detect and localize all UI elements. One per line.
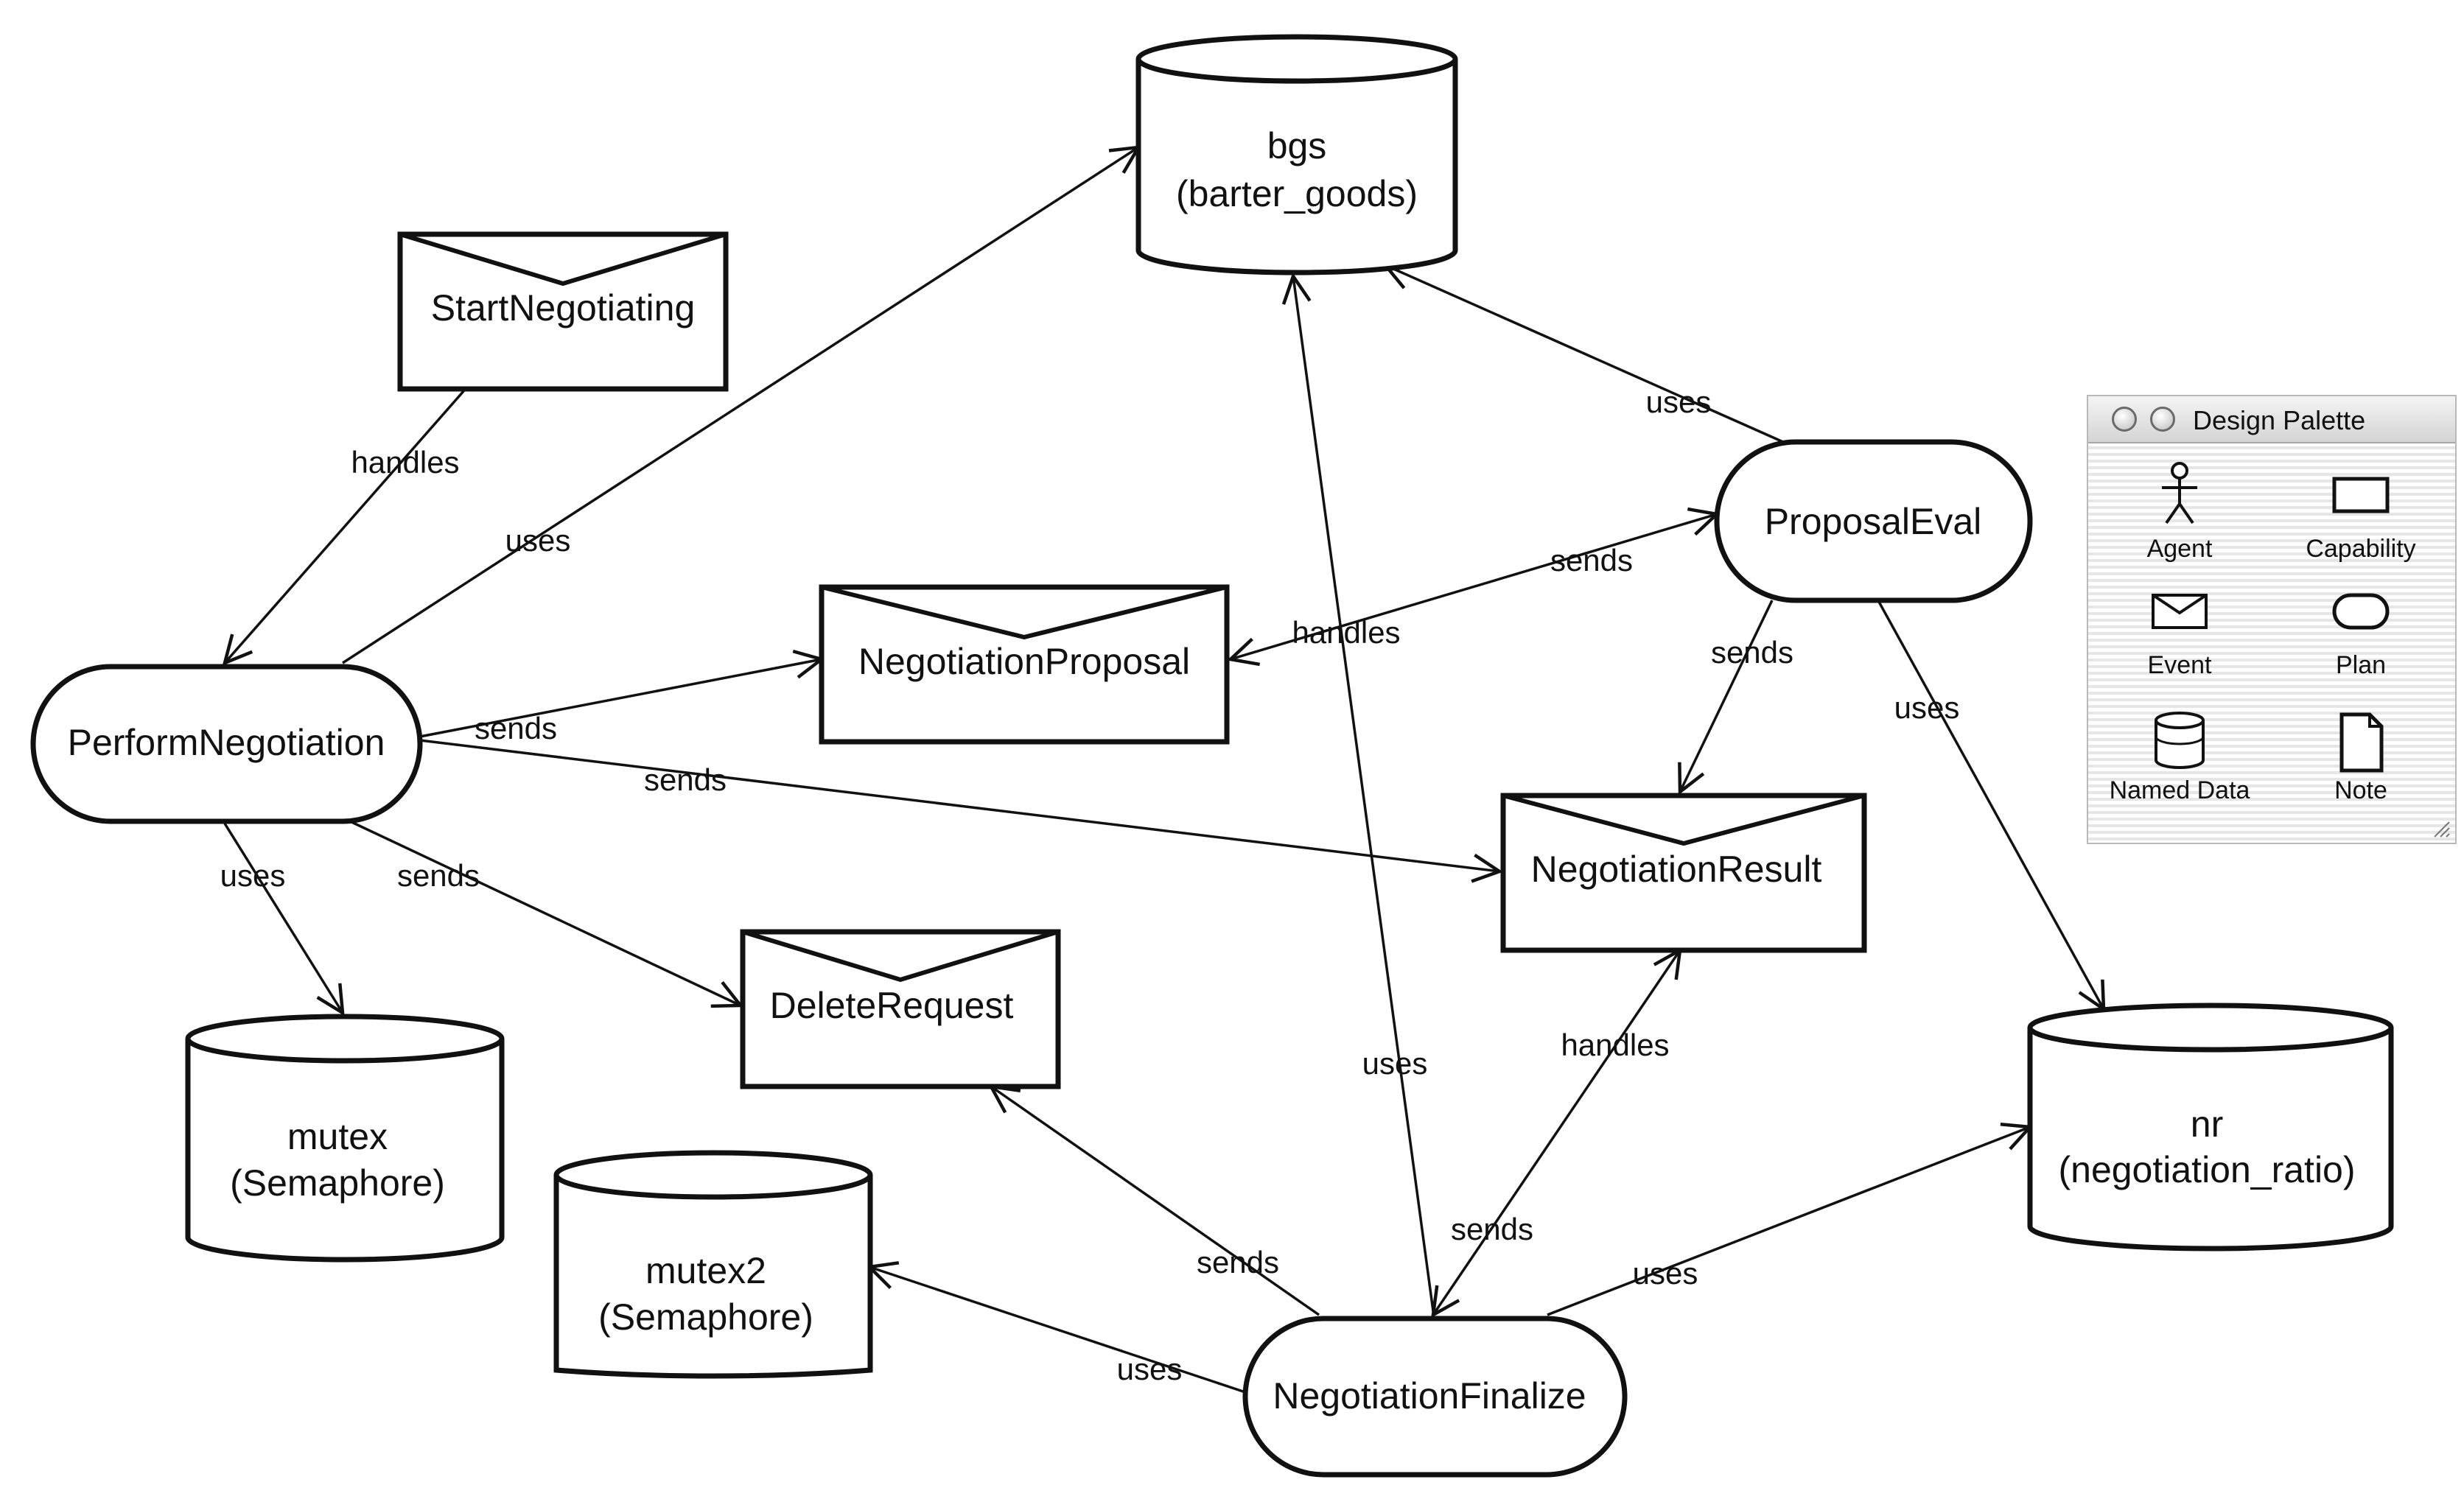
edge-perform-uses-mutex[interactable]: [223, 823, 343, 1013]
edge-perform-sends-proposal[interactable]: [419, 659, 822, 738]
edge-finalize-result[interactable]: [1433, 950, 1680, 1315]
edge-label-eval-uses-nr: uses: [1894, 690, 1960, 725]
edge-label-proposal-handles-eval: handles: [1292, 615, 1400, 650]
palette-item-plan[interactable]: Plan: [2272, 580, 2449, 698]
palette-title: Design Palette: [2193, 405, 2366, 435]
nr-type: (negotiation_ratio): [2058, 1149, 2355, 1190]
edge-label-perform-sends-proposal: sends: [475, 711, 557, 745]
named-data-mutex2[interactable]: mutex2 (Semaphore): [553, 1150, 873, 1379]
plan-negotiation-finalize[interactable]: NegotiationFinalize: [1242, 1316, 1628, 1478]
edge-finalize-uses-bgs[interactable]: [1293, 276, 1435, 1312]
edge-label-finalize-uses-mutex2: uses: [1117, 1352, 1183, 1386]
palette-label-capability: Capability: [2306, 535, 2416, 563]
palette-titlebar[interactable]: Design Palette: [2088, 396, 2455, 443]
palette-item-event[interactable]: Event: [2091, 580, 2268, 698]
palette-label-named-data: Named Data: [2109, 776, 2250, 804]
edge-label-finalize-sends-result: sends: [1451, 1212, 1533, 1246]
edge-label-perform-sends-result: sends: [644, 762, 727, 797]
edge-label-eval-sends-proposal: sends: [1550, 543, 1633, 578]
mutex2-name: mutex2: [645, 1250, 766, 1291]
note-icon: [2339, 712, 2384, 773]
design-palette-window[interactable]: Design Palette Agent Capability Event Pl…: [2087, 395, 2457, 844]
edge-perform-uses-bgs[interactable]: [342, 147, 1138, 664]
mutex-type: (Semaphore): [230, 1162, 445, 1204]
event-start-negotiating[interactable]: StartNegotiating: [397, 231, 729, 392]
edge-eval-uses-nr[interactable]: [1874, 594, 2104, 1009]
edge-label-perform-uses-mutex: uses: [220, 858, 286, 893]
start-negotiating-label: StartNegotiating: [431, 287, 696, 329]
palette-label-note: Note: [2334, 776, 2387, 804]
edge-label-finalize-uses-bgs: uses: [1362, 1046, 1428, 1081]
event-negotiation-proposal[interactable]: NegotiationProposal: [819, 584, 1230, 745]
edge-label-result-handles-finalize: handles: [1561, 1028, 1669, 1062]
mutex2-type: (Semaphore): [598, 1296, 813, 1338]
palette-label-plan: Plan: [2335, 651, 2387, 679]
minimize-window-button[interactable]: [2150, 407, 2175, 432]
edge-eval-sends-result[interactable]: [1680, 600, 1774, 792]
negotiation-finalize-label: NegotiationFinalize: [1273, 1375, 1586, 1416]
edge-perform-sends-delete[interactable]: [349, 820, 741, 1005]
edge-label-perform-sends-delete: sends: [397, 858, 480, 893]
perform-negotiation-label: PerformNegotiation: [68, 722, 385, 763]
named-data-bgs[interactable]: bgs (barter_goods): [1135, 34, 1458, 275]
edge-label-finalize-sends-delete: sends: [1197, 1245, 1279, 1279]
palette-item-note[interactable]: Note: [2272, 706, 2449, 824]
bgs-type: (barter_goods): [1176, 173, 1418, 214]
edge-finalize-uses-mutex2[interactable]: [869, 1267, 1246, 1394]
negotiation-result-label: NegotiationResult: [1531, 849, 1822, 890]
edge-label-eval-sends-result: sends: [1711, 635, 1793, 670]
plan-proposal-eval[interactable]: ProposalEval: [1714, 439, 2033, 603]
proposal-eval-label: ProposalEval: [1765, 501, 1982, 542]
plan-perform-negotiation[interactable]: PerformNegotiation: [30, 664, 423, 824]
edge-label-perform-uses-bgs: uses: [505, 523, 571, 558]
nr-name: nr: [2191, 1103, 2223, 1145]
close-window-button[interactable]: [2112, 407, 2137, 432]
event-icon: [2152, 594, 2208, 629]
plan-icon: [2332, 593, 2390, 630]
named-data-nr[interactable]: nr (negotiation_ratio): [2027, 1003, 2394, 1251]
edge-finalize-sends-delete[interactable]: [991, 1086, 1320, 1316]
edge-perform-sends-result[interactable]: [419, 739, 1499, 871]
delete-request-label: DeleteRequest: [770, 985, 1014, 1026]
agent-icon: [2162, 462, 2197, 524]
event-delete-request[interactable]: DeleteRequest: [740, 929, 1061, 1089]
palette-label-agent: Agent: [2146, 535, 2213, 563]
palette-item-capability[interactable]: Capability: [2272, 455, 2449, 573]
resize-grip-icon[interactable]: [2429, 816, 2451, 838]
bgs-name: bgs: [1267, 125, 1327, 166]
edge-start-handles[interactable]: [225, 389, 466, 663]
edge-finalize-uses-nr[interactable]: [1547, 1127, 2030, 1316]
edge-eval-proposal[interactable]: [1231, 514, 1717, 659]
capability-icon: [2332, 477, 2390, 513]
palette-item-named-data[interactable]: Named Data: [2091, 706, 2268, 824]
edge-label-eval-uses-bgs: uses: [1646, 385, 1712, 419]
edge-label-finalize-uses-nr: uses: [1633, 1256, 1698, 1291]
palette-item-agent[interactable]: Agent: [2091, 455, 2268, 573]
named-data-mutex[interactable]: mutex (Semaphore): [185, 1014, 505, 1263]
palette-label-event: Event: [2147, 651, 2212, 679]
edge-label-start-handles: handles: [351, 445, 459, 480]
event-negotiation-result[interactable]: NegotiationResult: [1500, 793, 1867, 953]
negotiation-proposal-label: NegotiationProposal: [858, 641, 1190, 682]
edge-eval-uses-bgs[interactable]: [1385, 265, 1784, 443]
mutex-name: mutex: [287, 1116, 388, 1157]
named-data-icon: [2155, 712, 2205, 769]
